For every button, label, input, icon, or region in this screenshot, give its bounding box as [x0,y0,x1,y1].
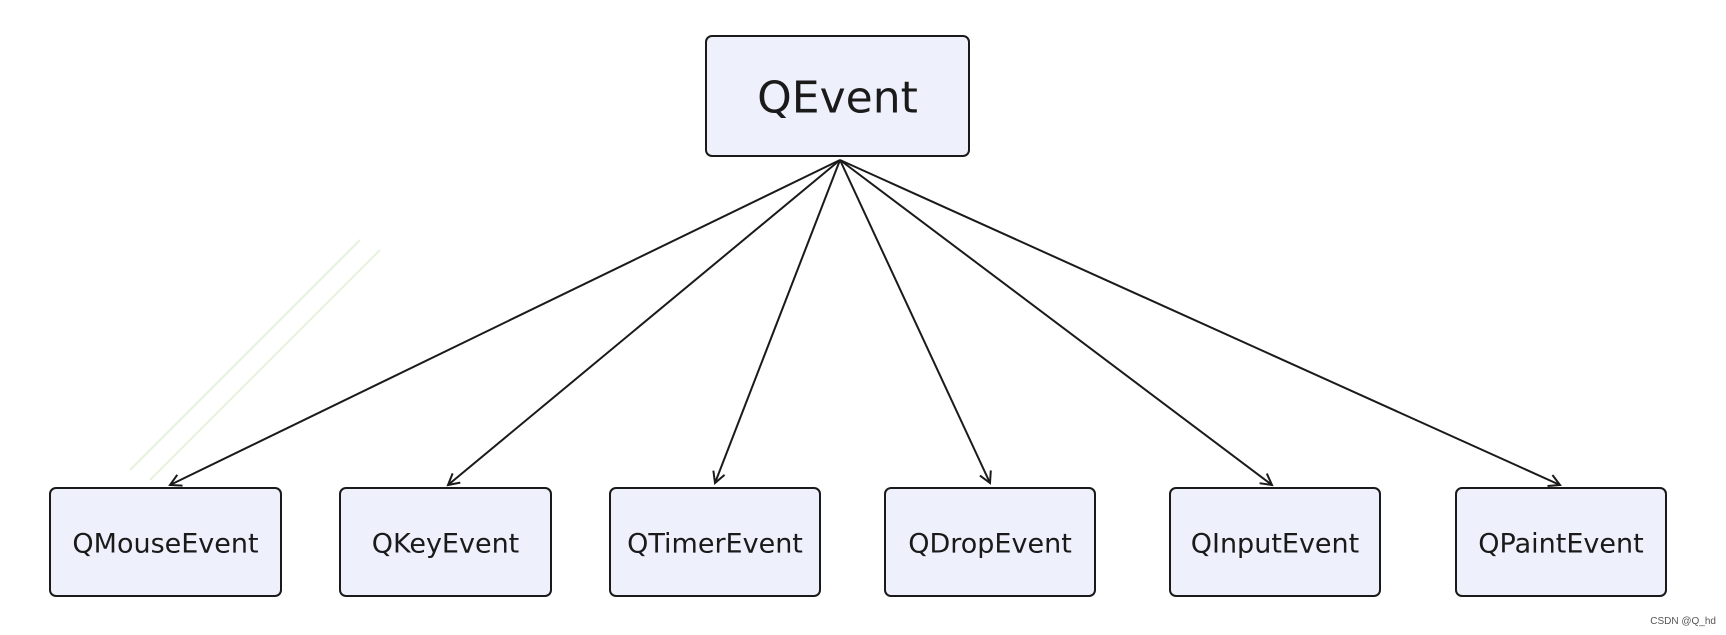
edge-arrow-qinputevent [839,159,1272,485]
child-node-label: QTimerEvent [627,529,803,560]
child-node-box [609,487,821,597]
root-node-qevent: QEvent [705,35,970,157]
edge-arrow-qpaintevent [839,159,1560,485]
child-node-box [49,487,282,597]
root-node-box [705,35,970,157]
child-node-qkeyevent: QKeyEvent [339,487,552,597]
child-node-label: QDropEvent [908,529,1072,560]
edge-arrow-qmouseevent [170,159,841,485]
edge-arrow-qkeyevent [448,159,841,485]
root-node-label: QEvent [757,73,918,124]
child-node-qdropevent: QDropEvent [884,487,1096,597]
child-node-label: QPaintEvent [1478,529,1643,560]
child-node-box [1455,487,1667,597]
child-node-label: QInputEvent [1191,529,1360,560]
child-node-qinputevent: QInputEvent [1169,487,1381,597]
edges [170,159,1560,485]
child-node-label: QKeyEvent [372,529,520,560]
watermark [129,239,381,481]
child-node-label: QMouseEvent [72,529,258,560]
edge-arrow-qtimerevent [715,159,841,483]
edge-arrow-qdropevent [839,159,990,483]
child-node-box [339,487,552,597]
child-node-box [884,487,1096,597]
child-node-qpaintevent: QPaintEvent [1455,487,1667,597]
child-node-qtimerevent: QTimerEvent [609,487,821,597]
child-node-box [1169,487,1381,597]
child-node-qmouseevent: QMouseEvent [49,487,282,597]
credit-text: CSDN @Q_hd [1650,616,1716,627]
